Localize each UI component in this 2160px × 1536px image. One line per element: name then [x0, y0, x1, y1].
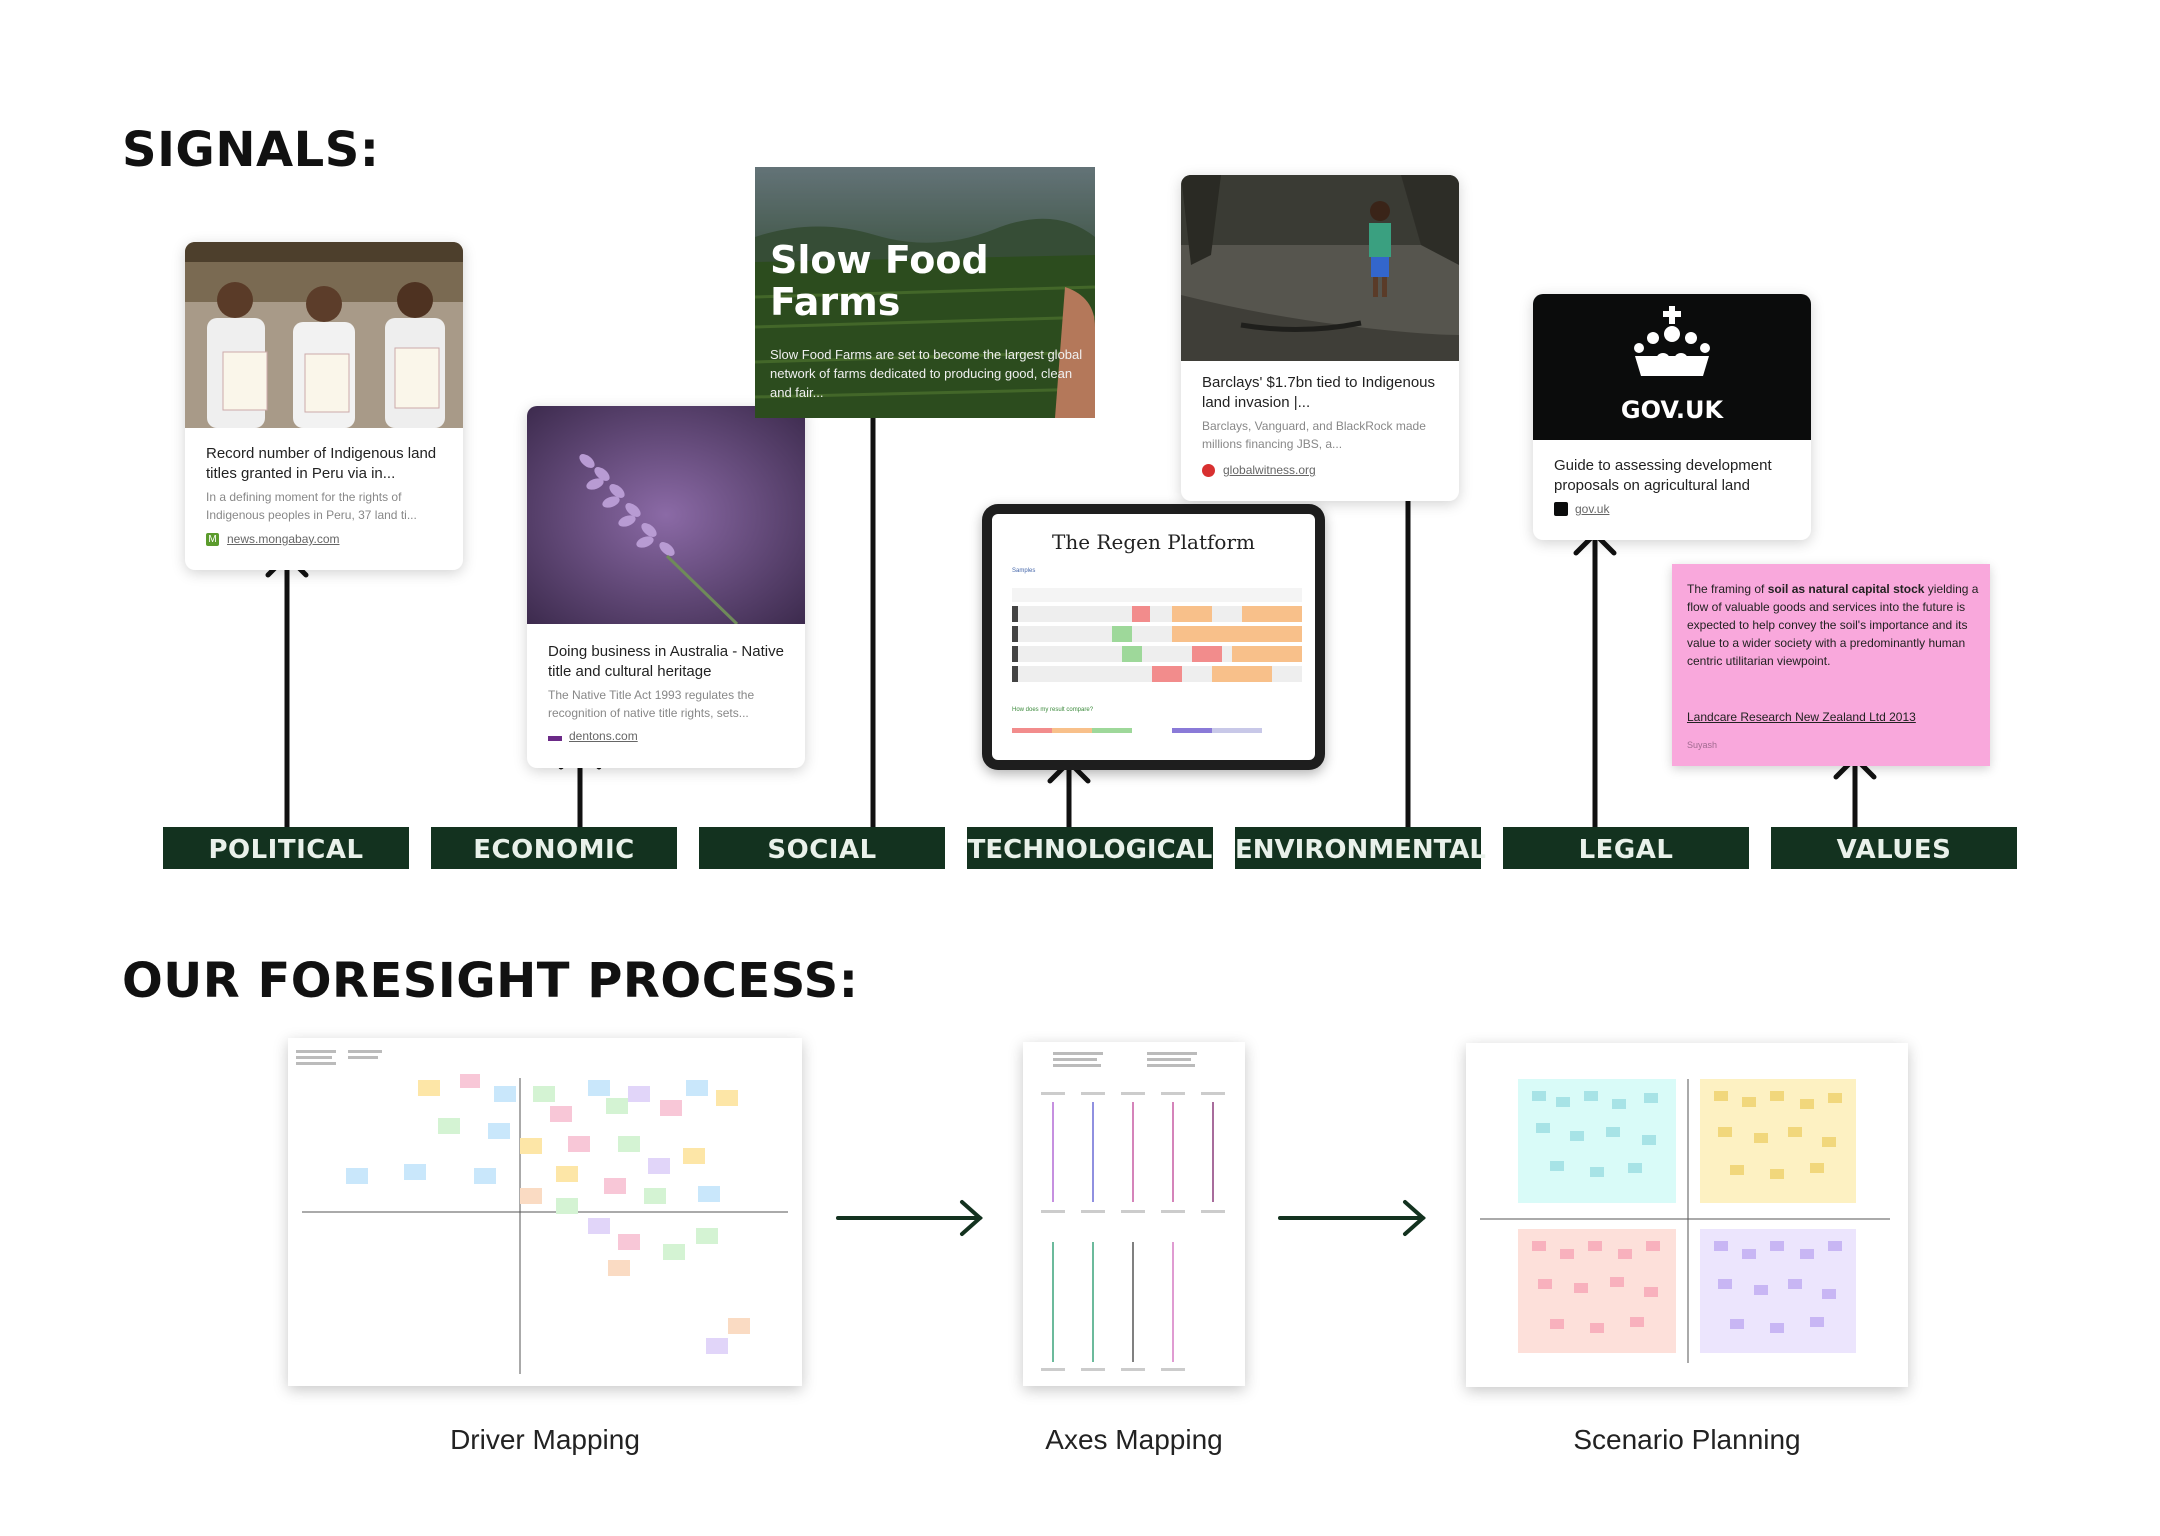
process-title: OUR FORESIGHT PROCESS:	[122, 953, 859, 1009]
economic-signal-card[interactable]: Doing business in Australia - Native tit…	[527, 406, 805, 768]
signals-title: SIGNALS:	[122, 122, 380, 178]
environmental-signal-card[interactable]: Barclays' $1.7bn tied to Indigenous land…	[1181, 175, 1459, 501]
values-sticky-note[interactable]: The framing of soil as natural capital s…	[1672, 564, 1990, 766]
values-note-link[interactable]: Landcare Research New Zealand Ltd 2013	[1687, 710, 1916, 724]
govuk-favicon	[1554, 502, 1568, 516]
legal-signal-card[interactable]: GOV.UK Guide to assessing development pr…	[1533, 294, 1811, 540]
legal-card-title[interactable]: Guide to assessing development proposals…	[1554, 457, 1772, 494]
driver-mapping-board[interactable]	[288, 1038, 802, 1386]
regen-samples-label: Samples	[1012, 568, 1036, 574]
social-card-body: Slow Food Farms are set to become the la…	[770, 347, 1083, 400]
regen-compare-label: How does my result compare?	[1012, 707, 1094, 713]
category-technological: TECHNOLOGICAL	[967, 827, 1213, 869]
scenario-planning-caption: Scenario Planning	[1573, 1424, 1801, 1455]
category-economic: ECONOMIC	[431, 827, 677, 869]
category-legal: LEGAL	[1503, 827, 1749, 869]
crown-icon	[1634, 306, 1710, 376]
regen-platform-title: The Regen Platform	[1052, 530, 1255, 554]
axes-mapping-diagram	[1041, 1052, 1225, 1371]
economic-card-title[interactable]: Doing business in Australia - Native tit…	[548, 643, 784, 680]
mongabay-icon: M	[206, 533, 219, 546]
scenario-planning-diagram	[1480, 1079, 1890, 1363]
environmental-card-source[interactable]: globalwitness.org	[1223, 463, 1316, 477]
lavender-photo	[527, 406, 805, 624]
dentons-icon	[548, 736, 562, 741]
category-environmental: ENVIRONMENTAL	[1235, 827, 1486, 869]
political-card-title[interactable]: Record number of Indigenous land titles …	[206, 445, 437, 482]
axes-mapping-caption: Axes Mapping	[1045, 1424, 1223, 1455]
regen-platform-screen: The Regen Platform Samples	[992, 514, 1315, 760]
axes-mapping-board[interactable]	[1023, 1042, 1245, 1386]
values-note-text-pre: The framing of	[1687, 582, 1768, 596]
regen-compare-bars	[1012, 728, 1262, 733]
technological-signal-card[interactable]: The Regen Platform Samples	[982, 504, 1325, 770]
values-note-text-post: yielding a flow of valuable goods and se…	[1687, 582, 1979, 668]
social-signal-card[interactable]: Slow Food Farms Slow Food Farms are set …	[755, 167, 1095, 418]
globalwitness-icon	[1202, 464, 1215, 477]
govuk-banner: GOV.UK	[1533, 294, 1811, 440]
environmental-card-title[interactable]: Barclays' $1.7bn tied to Indigenous land…	[1202, 374, 1436, 411]
values-note-author: Suyash	[1687, 740, 1718, 750]
govuk-logo-text: GOV.UK	[1620, 396, 1724, 424]
political-card-source[interactable]: news.mongabay.com	[227, 532, 340, 546]
category-social: SOCIAL	[699, 827, 945, 869]
political-card-desc: In a defining moment for the rights of I…	[206, 490, 417, 522]
regen-samples-table	[1012, 588, 1302, 682]
category-political: POLITICAL	[163, 827, 409, 869]
indigenous-land-titles-photo	[185, 242, 463, 428]
category-values: VALUES	[1771, 827, 2017, 869]
social-card-heading: Slow Food Farms	[770, 238, 989, 324]
driver-mapping-diagram	[296, 1050, 788, 1374]
burnt-land-photo	[1181, 175, 1459, 361]
economic-card-desc: The Native Title Act 1993 regulates the …	[548, 688, 755, 720]
scenario-planning-board[interactable]	[1466, 1043, 1908, 1387]
political-signal-card[interactable]: Record number of Indigenous land titles …	[185, 242, 463, 570]
driver-mapping-caption: Driver Mapping	[450, 1424, 640, 1455]
values-note-text: The framing of soil as natural capital s…	[1687, 580, 1979, 670]
values-note-text-bold: soil as natural capital stock	[1767, 582, 1925, 596]
environmental-card-desc: Barclays, Vanguard, and BlackRock made m…	[1202, 419, 1426, 451]
economic-card-source[interactable]: dentons.com	[569, 729, 638, 743]
legal-card-source[interactable]: gov.uk	[1575, 502, 1610, 516]
farm-field-photo	[755, 167, 1095, 418]
